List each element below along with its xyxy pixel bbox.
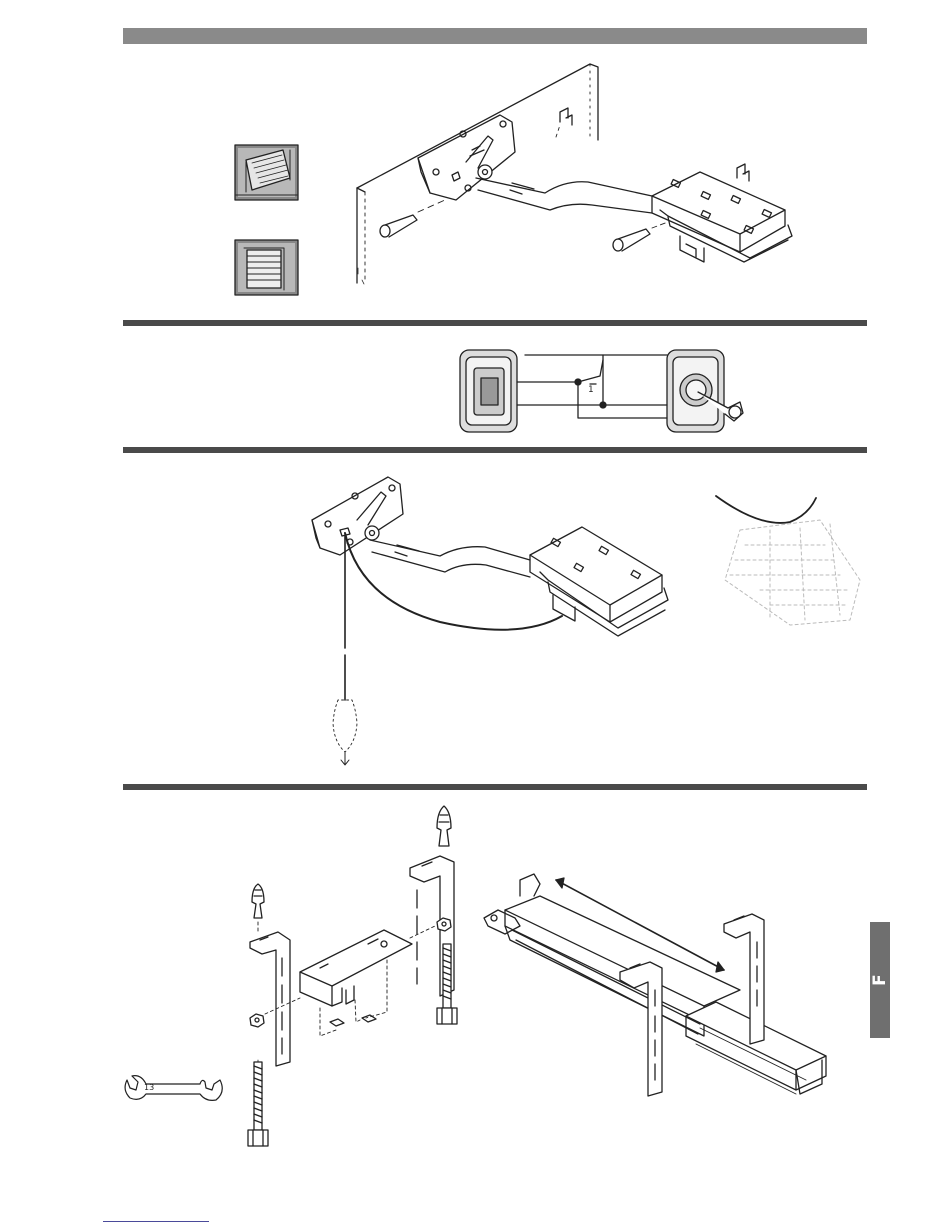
wall-plug-icon-2 (437, 806, 451, 846)
wrench-size-label: 13 (144, 1083, 154, 1092)
nut-icon (250, 1014, 264, 1027)
up-and-over-door-icon (235, 145, 298, 200)
key-switch-wiring-diagram (460, 350, 743, 432)
rail-with-hanger (484, 874, 826, 1096)
rail-arm (476, 178, 652, 213)
lintel-bracket (418, 115, 515, 200)
sectional-door-icon (235, 240, 298, 295)
hanger-bracket-illustration: 13 (125, 806, 826, 1146)
wrench-icon: 13 (125, 1076, 222, 1101)
wall-plug-right (613, 222, 668, 251)
language-tab: F (870, 922, 890, 1038)
emergency-release-illustration (312, 477, 860, 765)
wall-plug-icon (252, 884, 264, 934)
wall-push-button-icon (460, 350, 517, 432)
door-type-icons (235, 145, 298, 295)
nut-icon-2 (437, 918, 451, 931)
wall-plug-left (380, 200, 445, 237)
fixing-clip-top (556, 108, 572, 137)
motor-head (652, 172, 792, 262)
switch-contact-label: 1 (588, 385, 593, 395)
language-tab-label: F (870, 974, 890, 986)
fixing-clip-right (737, 164, 749, 181)
footer-rule (103, 1221, 209, 1222)
screw-icon (248, 1060, 268, 1146)
key-switch-icon (667, 350, 743, 432)
lintel-mounting-illustration (357, 64, 792, 284)
